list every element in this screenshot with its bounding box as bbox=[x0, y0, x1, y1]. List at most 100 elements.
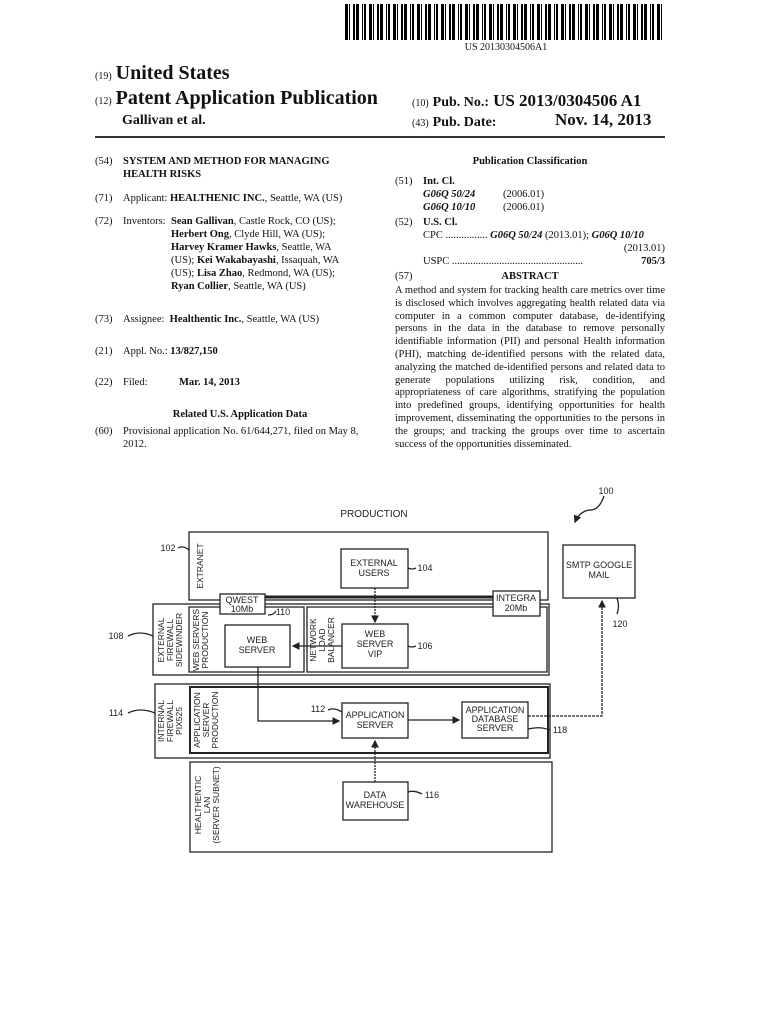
app-db-server-label: APPLICATION bbox=[466, 705, 525, 715]
uspc-class: 705/3 bbox=[637, 255, 665, 268]
appl-no-label: Appl. No.: bbox=[123, 346, 168, 357]
assignee-label: Assignee: bbox=[123, 314, 165, 325]
int-cl-class: G06Q 10/10 bbox=[423, 202, 476, 213]
int-cl-label: Int. Cl. bbox=[423, 176, 455, 187]
app-server-zone-label: SERVER bbox=[201, 703, 211, 738]
barcode-bar bbox=[517, 4, 518, 40]
barcode-bar bbox=[554, 4, 555, 40]
ref-100: 100 bbox=[598, 486, 613, 496]
cpc-class: G06Q 10/10 bbox=[591, 230, 644, 241]
cpc-class: G06Q 50/24 bbox=[490, 230, 543, 241]
app-server-label: APPLICATION bbox=[346, 710, 405, 720]
barcode-bar bbox=[404, 4, 407, 40]
web-servers-zone-label: PRODUCTION bbox=[200, 611, 210, 668]
qwest-label: QWEST bbox=[226, 595, 260, 605]
barcode-bar bbox=[545, 4, 547, 40]
ref-120-leader bbox=[616, 597, 620, 615]
barcode-bar bbox=[380, 4, 383, 40]
integra-label: INTEGRA bbox=[496, 593, 536, 603]
assignee-name: Healthentic Inc. bbox=[169, 314, 242, 325]
web-server-vip-label: SERVER bbox=[357, 639, 394, 649]
ref-104-leader bbox=[407, 567, 417, 570]
barcode-bar bbox=[458, 4, 459, 40]
applicant-name: HEALTHENIC INC. bbox=[169, 193, 265, 204]
inid-code: (19) bbox=[95, 71, 112, 82]
inid-code: (57) bbox=[395, 271, 413, 282]
barcode-bar bbox=[565, 4, 566, 40]
barcode-bar bbox=[585, 4, 588, 40]
barcode-bar bbox=[524, 4, 527, 40]
external-firewall-zone bbox=[152, 603, 550, 676]
ref-106: 106 bbox=[417, 641, 432, 651]
barcode-bar bbox=[449, 4, 451, 40]
inventors-list: Sean Gallivan, Castle Rock, CO (US); Her… bbox=[171, 215, 356, 293]
filed-date: Mar. 14, 2013 bbox=[179, 377, 240, 388]
barcode-bar bbox=[609, 4, 612, 40]
inid-code: (43) bbox=[412, 118, 429, 129]
pub-no-line: (10)Pub. No.: US 2013/0304506 A1 bbox=[412, 91, 641, 111]
barcode-bar bbox=[537, 4, 540, 40]
cpc-version: (2013.01) bbox=[623, 243, 665, 254]
int-firewall-label: INTERNAL bbox=[156, 700, 166, 742]
barcode-bar bbox=[620, 4, 623, 40]
assignee-entry: (73) Assignee: Healthentic Inc., Seattle… bbox=[95, 313, 385, 326]
web-server-label: WEB bbox=[247, 635, 268, 645]
inid-code: (51) bbox=[395, 176, 413, 187]
inid-code: (12) bbox=[95, 96, 112, 107]
barcode-bar bbox=[657, 4, 660, 40]
ref-110-leader bbox=[267, 610, 277, 616]
app-server-zone bbox=[189, 686, 549, 754]
barcode-bar bbox=[589, 4, 590, 40]
barcode-bar bbox=[345, 4, 348, 40]
ref-116: 116 bbox=[425, 790, 439, 800]
barcode-bar bbox=[377, 4, 379, 40]
app-server-zone-label: APPLICATION bbox=[192, 692, 202, 748]
inid-code: (72) bbox=[95, 216, 113, 227]
cpc-version: (2013.01); bbox=[542, 230, 592, 241]
barcode-bar bbox=[641, 4, 643, 40]
cpc-label: CPC bbox=[423, 230, 443, 241]
publication-type: Patent Application Publication bbox=[115, 87, 378, 109]
load-balancer-label: LOAD bbox=[317, 628, 327, 651]
barcode-bar bbox=[644, 4, 647, 40]
barcode-bar bbox=[465, 4, 468, 40]
barcode-bar bbox=[489, 4, 492, 40]
app-db-server-label: DATABASE bbox=[472, 714, 519, 724]
ext-firewall-label: EXTERNAL bbox=[156, 617, 166, 662]
barcode-bar bbox=[401, 4, 403, 40]
ref-112-leader bbox=[327, 708, 343, 713]
dot-leader: ................ bbox=[442, 230, 491, 241]
web-server-vip-label: WEB bbox=[365, 629, 386, 639]
qwest-box bbox=[219, 593, 266, 615]
barcode-bar bbox=[476, 4, 479, 40]
load-balancer-label: NETWORK bbox=[308, 618, 318, 662]
inventor-name: Sean Gallivan bbox=[171, 216, 234, 227]
ref-120: 120 bbox=[612, 619, 627, 629]
extranet-zone bbox=[188, 531, 549, 601]
classification-heading: Publication Classification bbox=[472, 156, 588, 167]
web-server-label: SERVER bbox=[239, 645, 276, 655]
barcode-bar bbox=[373, 4, 374, 40]
smtp-box bbox=[562, 544, 636, 599]
barcode-bar bbox=[412, 4, 414, 40]
barcode-bar bbox=[626, 4, 627, 40]
abstract-text: A method and system for tracking health … bbox=[395, 285, 665, 450]
external-users-label: EXTERNAL bbox=[350, 558, 398, 568]
applicant-entry: (71) Applicant: HEALTHENIC INC., Seattle… bbox=[95, 192, 385, 205]
pub-date-line: (43)Pub. Date: bbox=[412, 113, 496, 131]
ref-104: 104 bbox=[417, 563, 432, 573]
barcode-bar bbox=[441, 4, 444, 40]
inid-code: (21) bbox=[95, 346, 113, 357]
related-heading: Related U.S. Application Data bbox=[172, 409, 308, 420]
barcode-bar bbox=[369, 4, 372, 40]
barcode-bar bbox=[513, 4, 516, 40]
applicant-location: , Seattle, WA (US) bbox=[264, 193, 343, 204]
barcode-bar bbox=[602, 4, 603, 40]
barcode-bar bbox=[434, 4, 435, 40]
barcode bbox=[345, 4, 662, 40]
barcode-bar bbox=[613, 4, 614, 40]
ref-102-leader bbox=[177, 546, 190, 551]
int-firewall-label: FIREWALL bbox=[165, 700, 175, 742]
barcode-bar bbox=[425, 4, 427, 40]
